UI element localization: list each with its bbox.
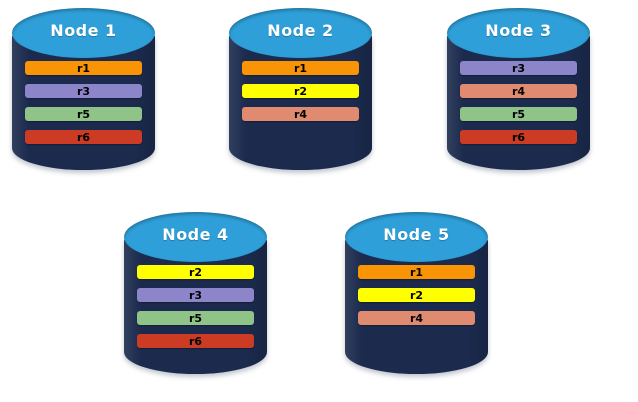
record-bar[interactable]: r6: [25, 130, 142, 144]
record-bar[interactable]: r3: [25, 84, 142, 98]
record-list: r2 r3 r5 r6: [137, 265, 254, 348]
node-cylinder-top-icon: [447, 8, 590, 58]
database-node-3[interactable]: Node 3 r3 r4 r5 r6: [447, 5, 590, 180]
record-bar[interactable]: r2: [242, 84, 359, 98]
database-node-2[interactable]: Node 2 r1 r2 r4: [229, 5, 372, 180]
record-bar[interactable]: r5: [137, 311, 254, 325]
record-bar[interactable]: r6: [460, 130, 577, 144]
record-bar[interactable]: r1: [242, 61, 359, 75]
record-bar[interactable]: r5: [460, 107, 577, 121]
node-title: Node 2: [267, 20, 334, 40]
database-node-5[interactable]: Node 5 r1 r2 r4: [345, 209, 488, 384]
record-bar[interactable]: r5: [25, 107, 142, 121]
database-node-4[interactable]: Node 4 r2 r3 r5 r6: [124, 209, 267, 384]
record-bar[interactable]: r4: [358, 311, 475, 325]
node-cylinder-top-icon: [345, 212, 488, 262]
record-bar[interactable]: r3: [460, 61, 577, 75]
record-bar[interactable]: r1: [358, 265, 475, 279]
node-cylinder-top-icon: [12, 8, 155, 58]
record-bar[interactable]: r4: [242, 107, 359, 121]
node-cylinder-top-icon: [229, 8, 372, 58]
record-bar[interactable]: r1: [25, 61, 142, 75]
record-bar[interactable]: r6: [137, 334, 254, 348]
record-bar[interactable]: r4: [460, 84, 577, 98]
node-title: Node 3: [485, 20, 552, 40]
node-cylinder-top-icon: [124, 212, 267, 262]
record-bar[interactable]: r2: [137, 265, 254, 279]
record-bar[interactable]: r2: [358, 288, 475, 302]
record-list: r3 r4 r5 r6: [460, 61, 577, 144]
record-list: r1 r2 r4: [242, 61, 359, 121]
database-node-1[interactable]: Node 1 r1 r3 r5 r6: [12, 5, 155, 180]
node-title: Node 4: [162, 224, 229, 244]
node-title: Node 1: [50, 20, 117, 40]
record-list: r1 r2 r4: [358, 265, 475, 325]
node-title: Node 5: [383, 224, 450, 244]
record-list: r1 r3 r5 r6: [25, 61, 142, 144]
record-bar[interactable]: r3: [137, 288, 254, 302]
